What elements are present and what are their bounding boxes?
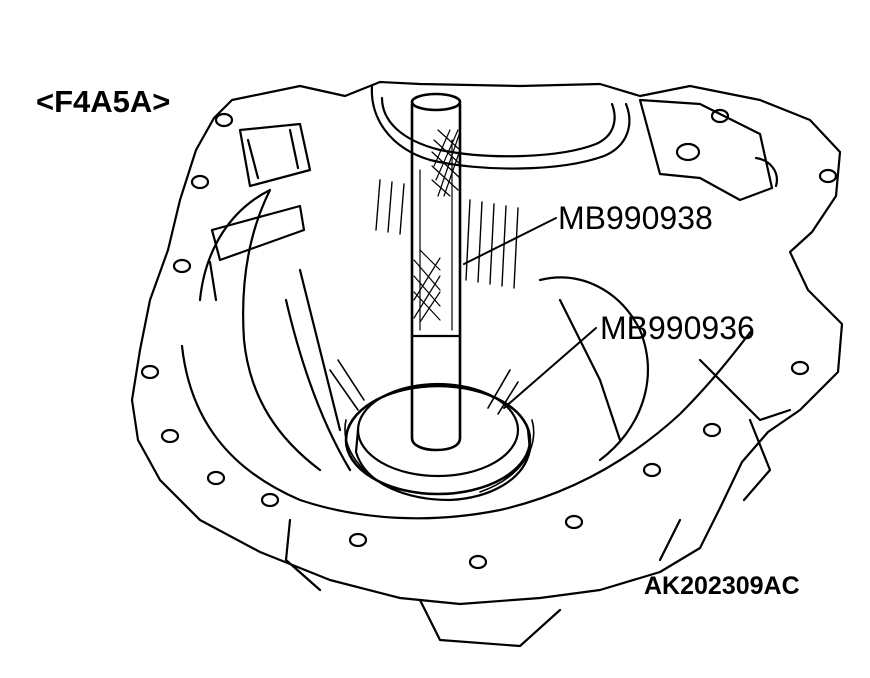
- leader-line-lower: [503, 327, 597, 409]
- tool-label-upper: MB990938: [558, 200, 713, 236]
- knurl-lower: [413, 249, 441, 323]
- figure-id: AK202309AC: [644, 572, 800, 600]
- case-flange-outline: [130, 80, 844, 606]
- bolt-holes: [140, 108, 838, 570]
- case-ribs-left: [208, 122, 352, 472]
- knurl-upper: [431, 129, 461, 197]
- handle-bar: [410, 92, 462, 452]
- tool-label-lower: MB990936: [600, 310, 755, 346]
- model-label: <F4A5A>: [36, 84, 171, 119]
- installer-disc: [329, 359, 535, 502]
- upper-bore-ring: [370, 84, 631, 170]
- lower-housing: [284, 518, 682, 648]
- case-inner-wall: [180, 188, 754, 520]
- leader-line-upper: [463, 217, 557, 265]
- housing-hatch: [375, 179, 519, 289]
- case-ribs-right: [538, 98, 792, 502]
